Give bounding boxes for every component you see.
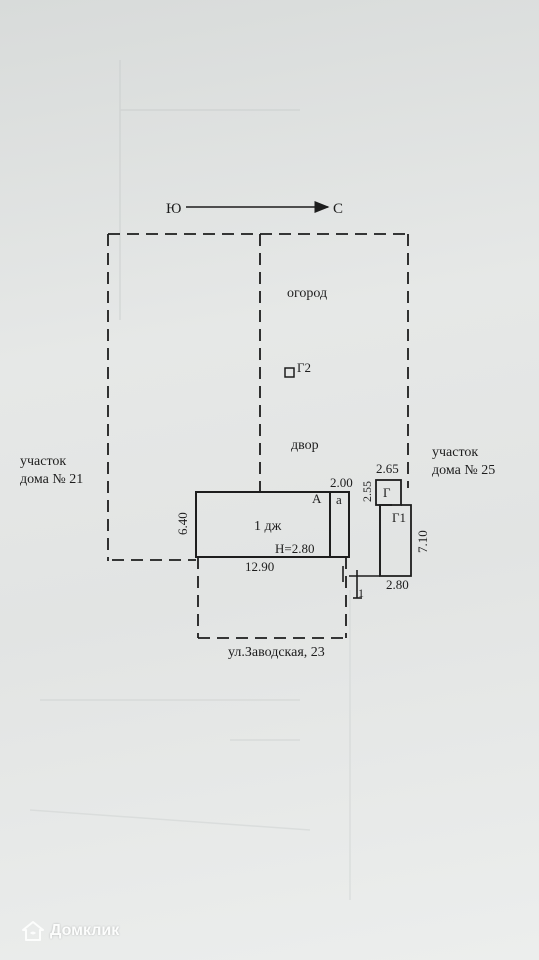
dim-outbuilding-depth: 7.10: [415, 530, 430, 553]
main-house-label: 1 дж: [254, 519, 282, 534]
entrance-mark-label: 1: [358, 586, 364, 600]
plot-boundary: [107, 233, 409, 639]
domclick-watermark: Домклик: [22, 921, 119, 941]
yard-label: двор: [291, 438, 319, 453]
outbuilding-outline: [379, 504, 412, 577]
compass-north-label: С: [333, 201, 343, 217]
dim-annex-width: 2.00: [330, 475, 353, 490]
entrance-fence: 1: [342, 566, 380, 600]
shed-g2-outline: [284, 367, 295, 378]
dim-house-width: 12.90: [245, 559, 274, 574]
dim-garage-width: 2.65: [376, 461, 399, 476]
outbuilding-label: Г1: [392, 510, 406, 525]
domclick-logo-icon: [22, 921, 44, 941]
house-letter-small: а: [336, 492, 342, 507]
main-house-outline: [195, 491, 350, 558]
watermark-text: Домклик: [50, 922, 120, 939]
house-letter-big: А: [312, 491, 322, 506]
street-address: ул.Заводская, 23: [228, 645, 325, 660]
bleed-through: [29, 60, 351, 900]
neighbor-left-line2: дома № 21: [20, 472, 83, 487]
neighbor-right-line1: участок: [432, 445, 478, 460]
neighbor-right-line2: дома № 25: [432, 463, 495, 478]
dim-house-depth: 6.40: [175, 512, 190, 535]
shed-g2: Г2: [284, 360, 311, 378]
compass-south-label: Ю: [166, 201, 181, 217]
main-house: 1 дж А а Н=2.80 2.00 12.90 6.40: [175, 475, 353, 574]
garage-label: Г: [383, 485, 391, 500]
neighbor-left-line1: участок: [20, 454, 66, 469]
dim-outbuilding-width: 2.80: [386, 577, 409, 592]
compass: Ю С: [166, 201, 343, 217]
shed-g2-label: Г2: [297, 360, 311, 375]
garage: Г 2.65 2.55: [360, 461, 402, 506]
outbuilding: Г1 7.10 2.80: [379, 504, 430, 592]
height-label: Н=2.80: [275, 541, 314, 556]
dim-garage-depth: 2.55: [360, 481, 374, 502]
garden-label: огород: [287, 286, 327, 301]
